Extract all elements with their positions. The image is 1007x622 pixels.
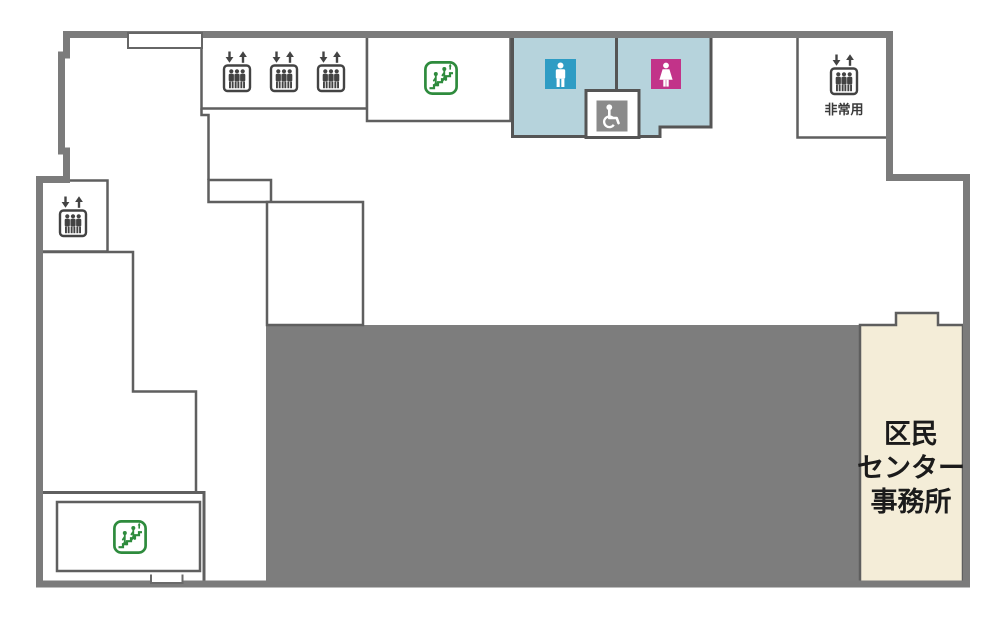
closed-area	[266, 325, 861, 584]
escalator-icon	[424, 61, 458, 95]
office-label: 区民 センター 事務所	[857, 419, 965, 518]
office-label-line3: 事務所	[871, 487, 952, 518]
doorway-box-center	[207, 178, 273, 204]
outer-wall	[36, 31, 970, 588]
female-restroom-icon	[651, 59, 681, 89]
accessible-restroom-icon	[595, 99, 629, 133]
male-restroom-icon	[545, 59, 576, 89]
emergency-elevator-label: 非常用	[824, 102, 863, 118]
office-label-line2: センター	[857, 453, 965, 484]
bottom-wall-notch	[150, 574, 184, 584]
center-room	[265, 200, 365, 327]
office-label-line1: 区民	[884, 419, 938, 450]
escalator-icon	[113, 520, 147, 554]
interior-walls	[40, 108, 210, 583]
doorway-box-top	[127, 32, 203, 49]
